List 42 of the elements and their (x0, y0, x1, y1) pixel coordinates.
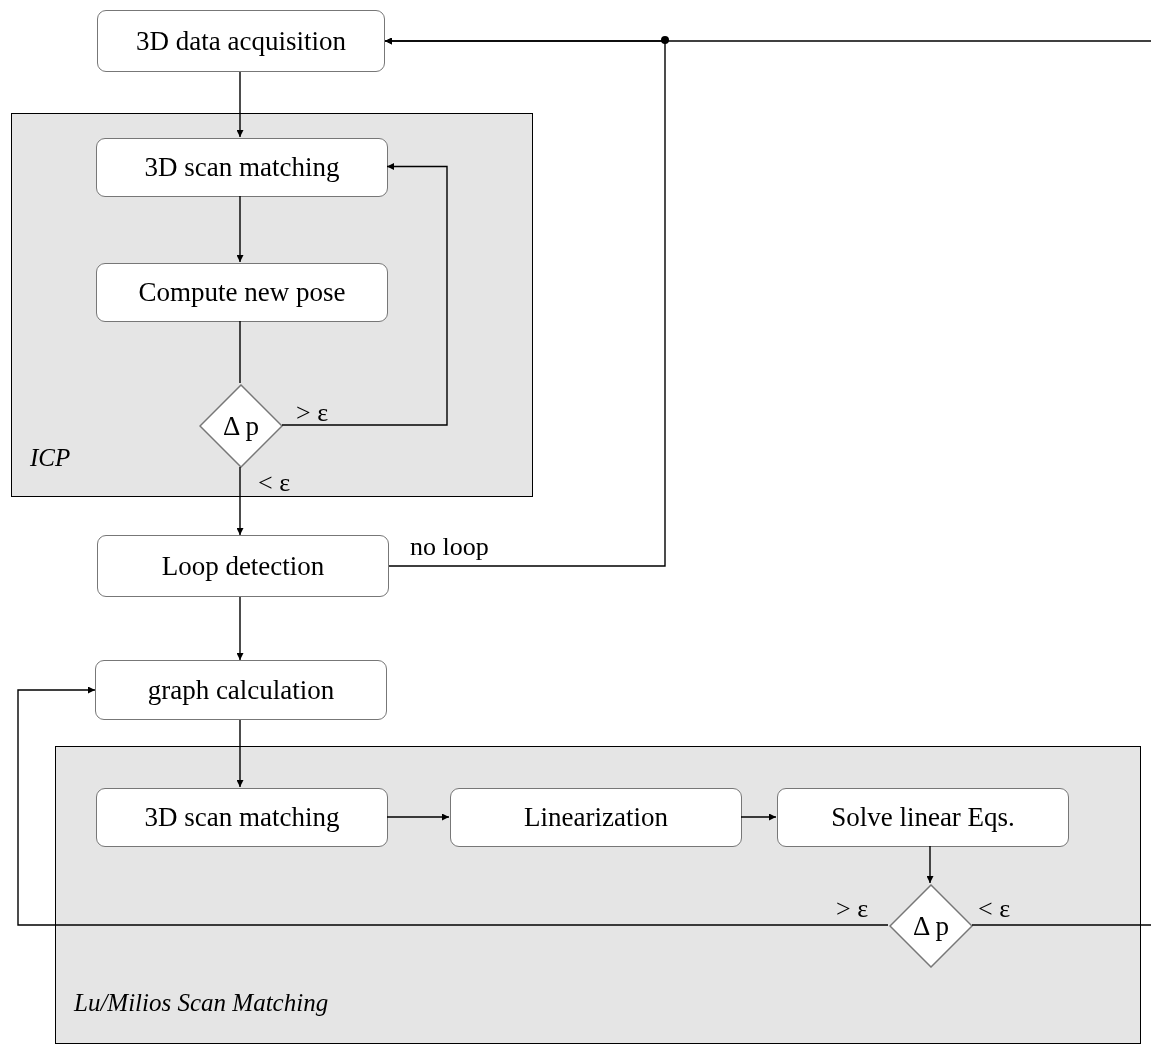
process-box (96, 138, 388, 197)
connector-line (239, 320, 241, 384)
decision-diamond (889, 884, 973, 968)
node-label: Δ p (912, 910, 950, 942)
edge-label: no loop (410, 534, 489, 560)
node-label: Loop detection (161, 550, 325, 582)
process-box (96, 263, 388, 322)
group-panel (55, 746, 1141, 1044)
arrow (384, 37, 1151, 45)
edge-label: < ε (978, 896, 1011, 922)
edge-label: > ε (296, 400, 329, 426)
node-label: 3D scan matching (144, 802, 340, 833)
arrow (17, 686, 889, 926)
node-label: 3D scan matching (144, 152, 340, 183)
node-label: Δ p (222, 410, 260, 442)
node-label: Compute new pose (138, 277, 346, 308)
node-label: Linearization (524, 802, 668, 833)
arrow (236, 466, 244, 536)
arrow (236, 71, 244, 138)
edge-label: < ε (258, 470, 291, 496)
group-title: ICP (30, 444, 71, 472)
arrow (740, 813, 777, 821)
node-label: graph calculation (147, 674, 335, 706)
connector-line (971, 924, 1151, 926)
node-label: Solve linear Eqs. (831, 802, 1015, 833)
group-panel (11, 113, 533, 497)
edge-label: > ε (836, 896, 869, 922)
arrow (236, 596, 244, 661)
process-box (97, 10, 385, 72)
decision-diamond (199, 384, 283, 468)
process-box (450, 788, 742, 847)
process-box (96, 788, 388, 847)
arrow (386, 813, 450, 821)
process-box (97, 535, 389, 597)
arrow (926, 845, 934, 884)
process-box (777, 788, 1069, 847)
process-box (95, 660, 387, 720)
arrow (236, 195, 244, 263)
group-title: Lu/Milios Scan Matching (74, 989, 329, 1017)
node-label: 3D data acquisition (136, 25, 346, 57)
arrow (281, 163, 448, 426)
arrow (236, 719, 244, 788)
